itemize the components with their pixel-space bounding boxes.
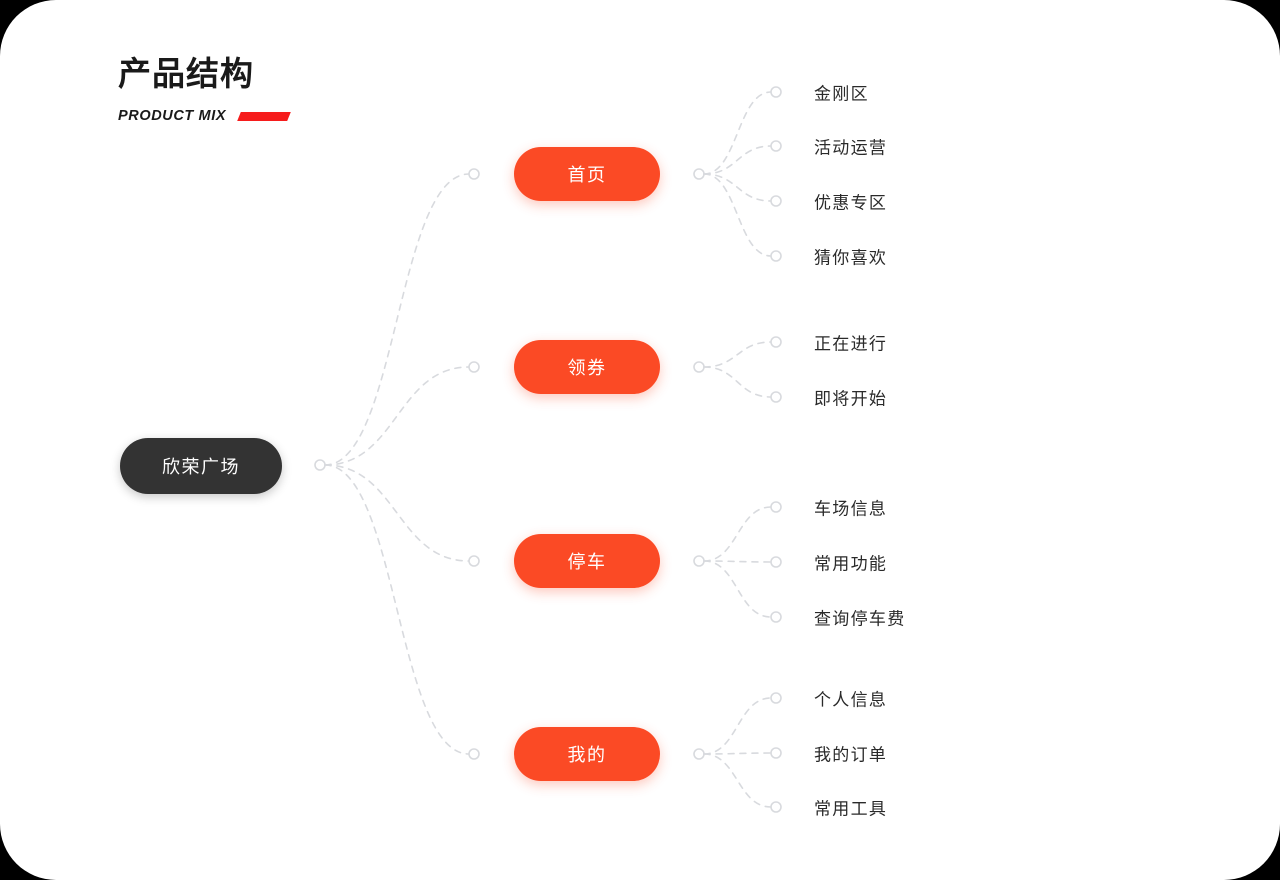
connector-branch-1-to-leaf-0 — [703, 341, 772, 368]
branch-connector-dot-0 — [468, 168, 480, 180]
branch-connector-dot-3 — [468, 748, 480, 760]
sub-hub-connector-dot-1 — [693, 361, 705, 373]
leaf-connector-dot-3-0 — [770, 692, 782, 704]
root-node-xinrong-plaza[interactable]: 欣荣广场 — [120, 438, 282, 494]
page-subtitle: PRODUCT MIX — [118, 108, 227, 124]
leaf-connector-dot-0-1 — [770, 140, 782, 152]
leaf-label-0-1[interactable]: 活动运营 — [814, 138, 888, 158]
branch-node-0[interactable]: 首页 — [514, 147, 660, 201]
page-title: 产品结构 — [118, 55, 254, 92]
branch-node-3[interactable]: 我的 — [514, 727, 660, 781]
leaf-connector-dot-1-1 — [770, 391, 782, 403]
connector-branch-3-to-leaf-2 — [703, 753, 772, 808]
connector-branch-0-to-leaf-1 — [703, 145, 772, 175]
leaf-label-0-3[interactable]: 猜你喜欢 — [814, 248, 888, 268]
leaf-label-3-0[interactable]: 个人信息 — [814, 690, 888, 710]
leaf-connector-dot-1-0 — [770, 336, 782, 348]
leaf-label-1-1[interactable]: 即将开始 — [814, 389, 888, 409]
connector-branch-1-to-leaf-1 — [703, 366, 772, 398]
leaf-label-1-0[interactable]: 正在进行 — [814, 334, 888, 354]
connector-branch-2-to-leaf-0 — [703, 506, 772, 562]
branch-node-1[interactable]: 领券 — [514, 340, 660, 394]
leaf-connector-dot-0-2 — [770, 195, 782, 207]
leaf-label-2-0[interactable]: 车场信息 — [814, 499, 888, 519]
leaf-label-3-1[interactable]: 我的订单 — [814, 745, 888, 765]
leaf-label-0-2[interactable]: 优惠专区 — [814, 193, 888, 213]
subtitle-row: PRODUCT MIX — [118, 106, 291, 126]
hub-connector-dot — [314, 459, 326, 471]
sub-hub-connector-dot-2 — [693, 555, 705, 567]
sub-hub-connector-dot-0 — [693, 168, 705, 180]
connector-root-to-branch-1 — [324, 366, 470, 466]
header: 产品结构 PRODUCT MIX — [118, 52, 291, 126]
connector-branch-3-to-leaf-0 — [703, 697, 772, 755]
connector-branch-2-to-leaf-2 — [703, 560, 772, 618]
leaf-connector-dot-0-0 — [770, 86, 782, 98]
branch-connector-dot-2 — [468, 555, 480, 567]
leaf-connector-dot-3-2 — [770, 801, 782, 813]
leaf-label-3-2[interactable]: 常用工具 — [814, 799, 888, 819]
sub-hub-connector-dot-3 — [693, 748, 705, 760]
leaf-connector-dot-2-1 — [770, 556, 782, 568]
connector-root-to-branch-2 — [324, 464, 470, 562]
connector-branch-2-to-leaf-1 — [703, 560, 772, 563]
connector-branch-0-to-leaf-0 — [703, 91, 772, 175]
leaf-connector-dot-2-2 — [770, 611, 782, 623]
connector-branch-0-to-leaf-2 — [703, 173, 772, 202]
leaf-connector-dot-0-3 — [770, 250, 782, 262]
connector-branch-0-to-leaf-3 — [703, 173, 772, 257]
leaf-label-2-1[interactable]: 常用功能 — [814, 554, 888, 574]
connector-root-to-branch-3 — [324, 464, 470, 755]
leaf-label-2-2[interactable]: 查询停车费 — [814, 609, 906, 629]
accent-bar-decoration — [237, 111, 291, 121]
leaf-connector-dot-2-0 — [770, 501, 782, 513]
leaf-connector-dot-3-1 — [770, 747, 782, 759]
branch-node-2[interactable]: 停车 — [514, 534, 660, 588]
connector-root-to-branch-0 — [324, 173, 470, 466]
leaf-label-0-0[interactable]: 金刚区 — [814, 84, 869, 104]
branch-connector-dot-1 — [468, 361, 480, 373]
connector-branch-3-to-leaf-1 — [703, 752, 772, 755]
